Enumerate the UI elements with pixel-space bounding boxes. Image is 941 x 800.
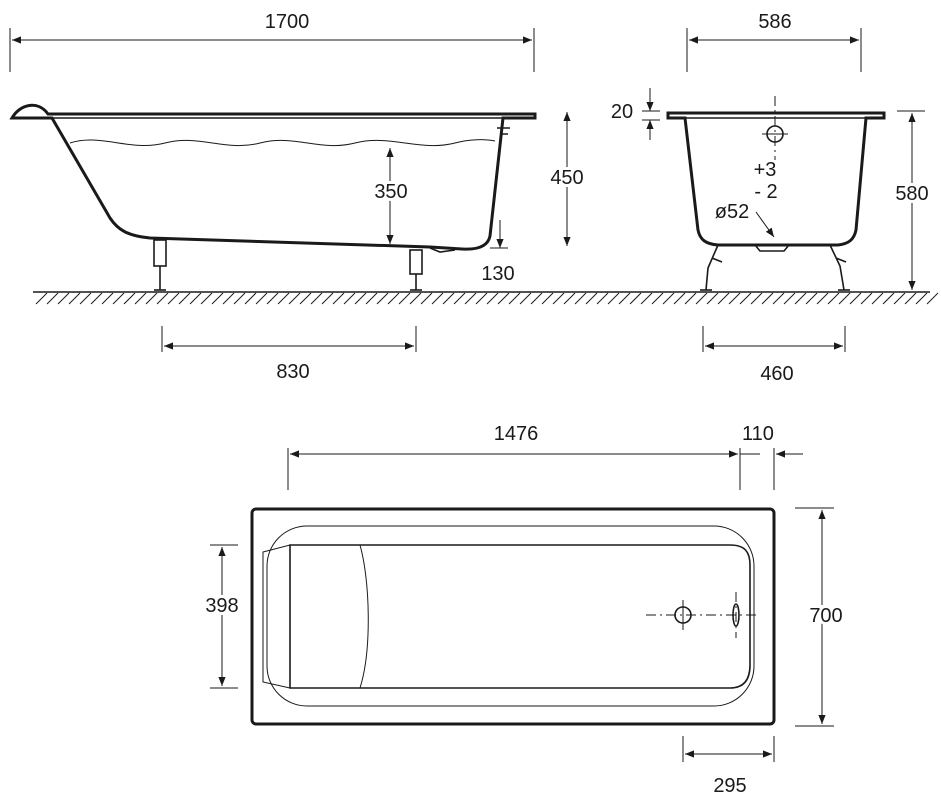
end-foot-left [700, 244, 723, 291]
top-drain-offset-label: 295 [713, 775, 746, 797]
side-foot-right [409, 249, 423, 291]
side-water-depth-label: 350 [374, 181, 407, 203]
top-inner-width-label: 398 [205, 595, 238, 617]
top-width-label: 700 [809, 605, 842, 627]
end-total-height-label: 580 [895, 183, 928, 205]
side-foot-left [153, 239, 167, 291]
end-foot-right [829, 244, 850, 291]
top-inner-length-label: 1476 [494, 423, 539, 445]
side-view: 1700 350 450 130 830 [9, 11, 587, 383]
end-view: 586 20 580 +3 - 2 ø52 460 [611, 11, 932, 385]
top-end-offset-label: 110 [742, 423, 774, 445]
end-tolerance-plus-label: +3 [754, 159, 777, 181]
end-foot-spacing-label: 460 [760, 363, 793, 385]
side-tub-outline [9, 103, 537, 251]
side-height-label: 450 [550, 167, 583, 189]
end-tub-outline [666, 111, 886, 247]
top-view: 1476 110 700 398 295 [202, 423, 845, 797]
floor-line [33, 291, 939, 305]
end-rim-label: 20 [611, 101, 633, 123]
end-width-label: 586 [758, 11, 791, 33]
top-tub-outline [250, 507, 776, 726]
side-foot-clearance-label: 130 [481, 263, 514, 285]
side-foot-spacing-label: 830 [276, 361, 309, 383]
side-length-label: 1700 [265, 11, 310, 33]
side-water-line [69, 139, 496, 147]
end-drain-diameter-label: ø52 [715, 201, 749, 223]
top-backrest [262, 544, 291, 689]
end-tolerance-minus-label: - 2 [754, 181, 777, 203]
